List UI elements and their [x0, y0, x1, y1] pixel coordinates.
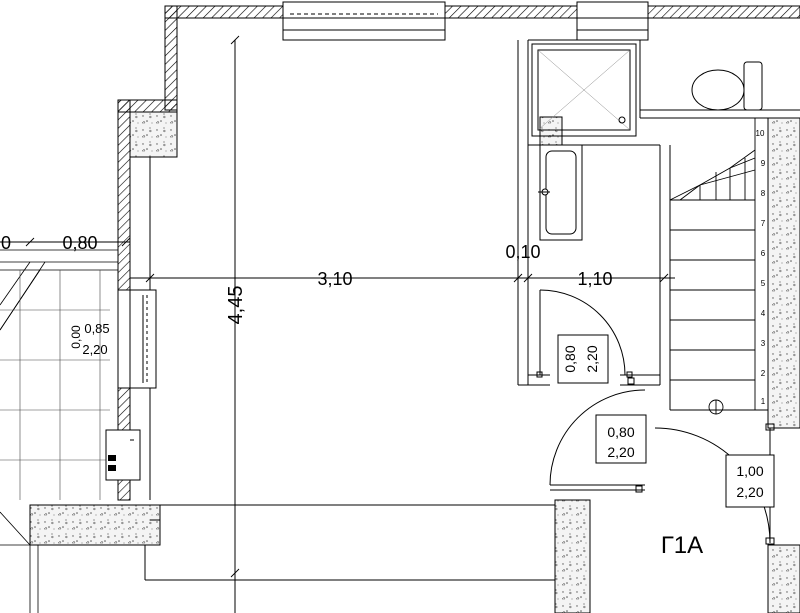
main-room [144, 40, 555, 613]
window-sill-height: 0,00 [69, 325, 83, 349]
dim-room-width: 3,10 [317, 269, 352, 289]
window-height: 2,20 [82, 342, 107, 357]
main-door-width: 0,80 [607, 424, 634, 440]
staircase [669, 117, 768, 415]
main-door-height: 2,20 [607, 444, 634, 460]
stair-numbers: 10 9 8 7 6 5 4 3 2 1 [756, 129, 766, 406]
stair-step-6: 6 [761, 249, 766, 258]
stair-step-7: 7 [761, 219, 766, 228]
top-windows [282, 1, 649, 41]
bathroom-door-width: 0,80 [562, 345, 578, 372]
dimension-lines [0, 35, 675, 578]
dim-corridor-width: 1,10 [577, 269, 612, 289]
window-width: 0,85 [84, 321, 109, 336]
dim-left-partial: 0 [1, 233, 11, 253]
entrance-door-label-box [725, 454, 775, 508]
dim-wall-thickness: 0,10 [505, 242, 540, 262]
entrance-door-height: 2,20 [736, 484, 763, 500]
entrance-door-width: 1,00 [736, 463, 763, 479]
outer-walls [117, 5, 800, 501]
sink-icon [538, 144, 583, 241]
bathroom-door-label-box [557, 334, 609, 384]
stair-step-9: 9 [761, 159, 766, 168]
stair-step-8: 8 [761, 189, 766, 198]
dim-left-width: 0,80 [62, 233, 97, 253]
stair-step-3: 3 [761, 339, 766, 348]
shower-icon [531, 43, 637, 137]
bathroom-door [536, 289, 633, 378]
stair-step-5: 5 [761, 279, 766, 288]
dim-room-depth: 4,45 [225, 286, 247, 325]
stair-step-4: 4 [761, 309, 766, 318]
electrical-box-icon [105, 429, 141, 481]
room-label: Г1А [661, 532, 703, 559]
toilet-icon [691, 61, 763, 111]
main-door [549, 377, 646, 493]
main-door-label-box [595, 414, 647, 464]
left-tiled-area [0, 249, 118, 613]
concrete-blocks [29, 111, 800, 613]
left-window [117, 289, 157, 389]
stair-step-2: 2 [761, 369, 766, 378]
bathroom-door-height: 2,20 [584, 345, 600, 372]
stair-step-10: 10 [756, 129, 765, 138]
stair-step-1: 1 [761, 397, 766, 406]
